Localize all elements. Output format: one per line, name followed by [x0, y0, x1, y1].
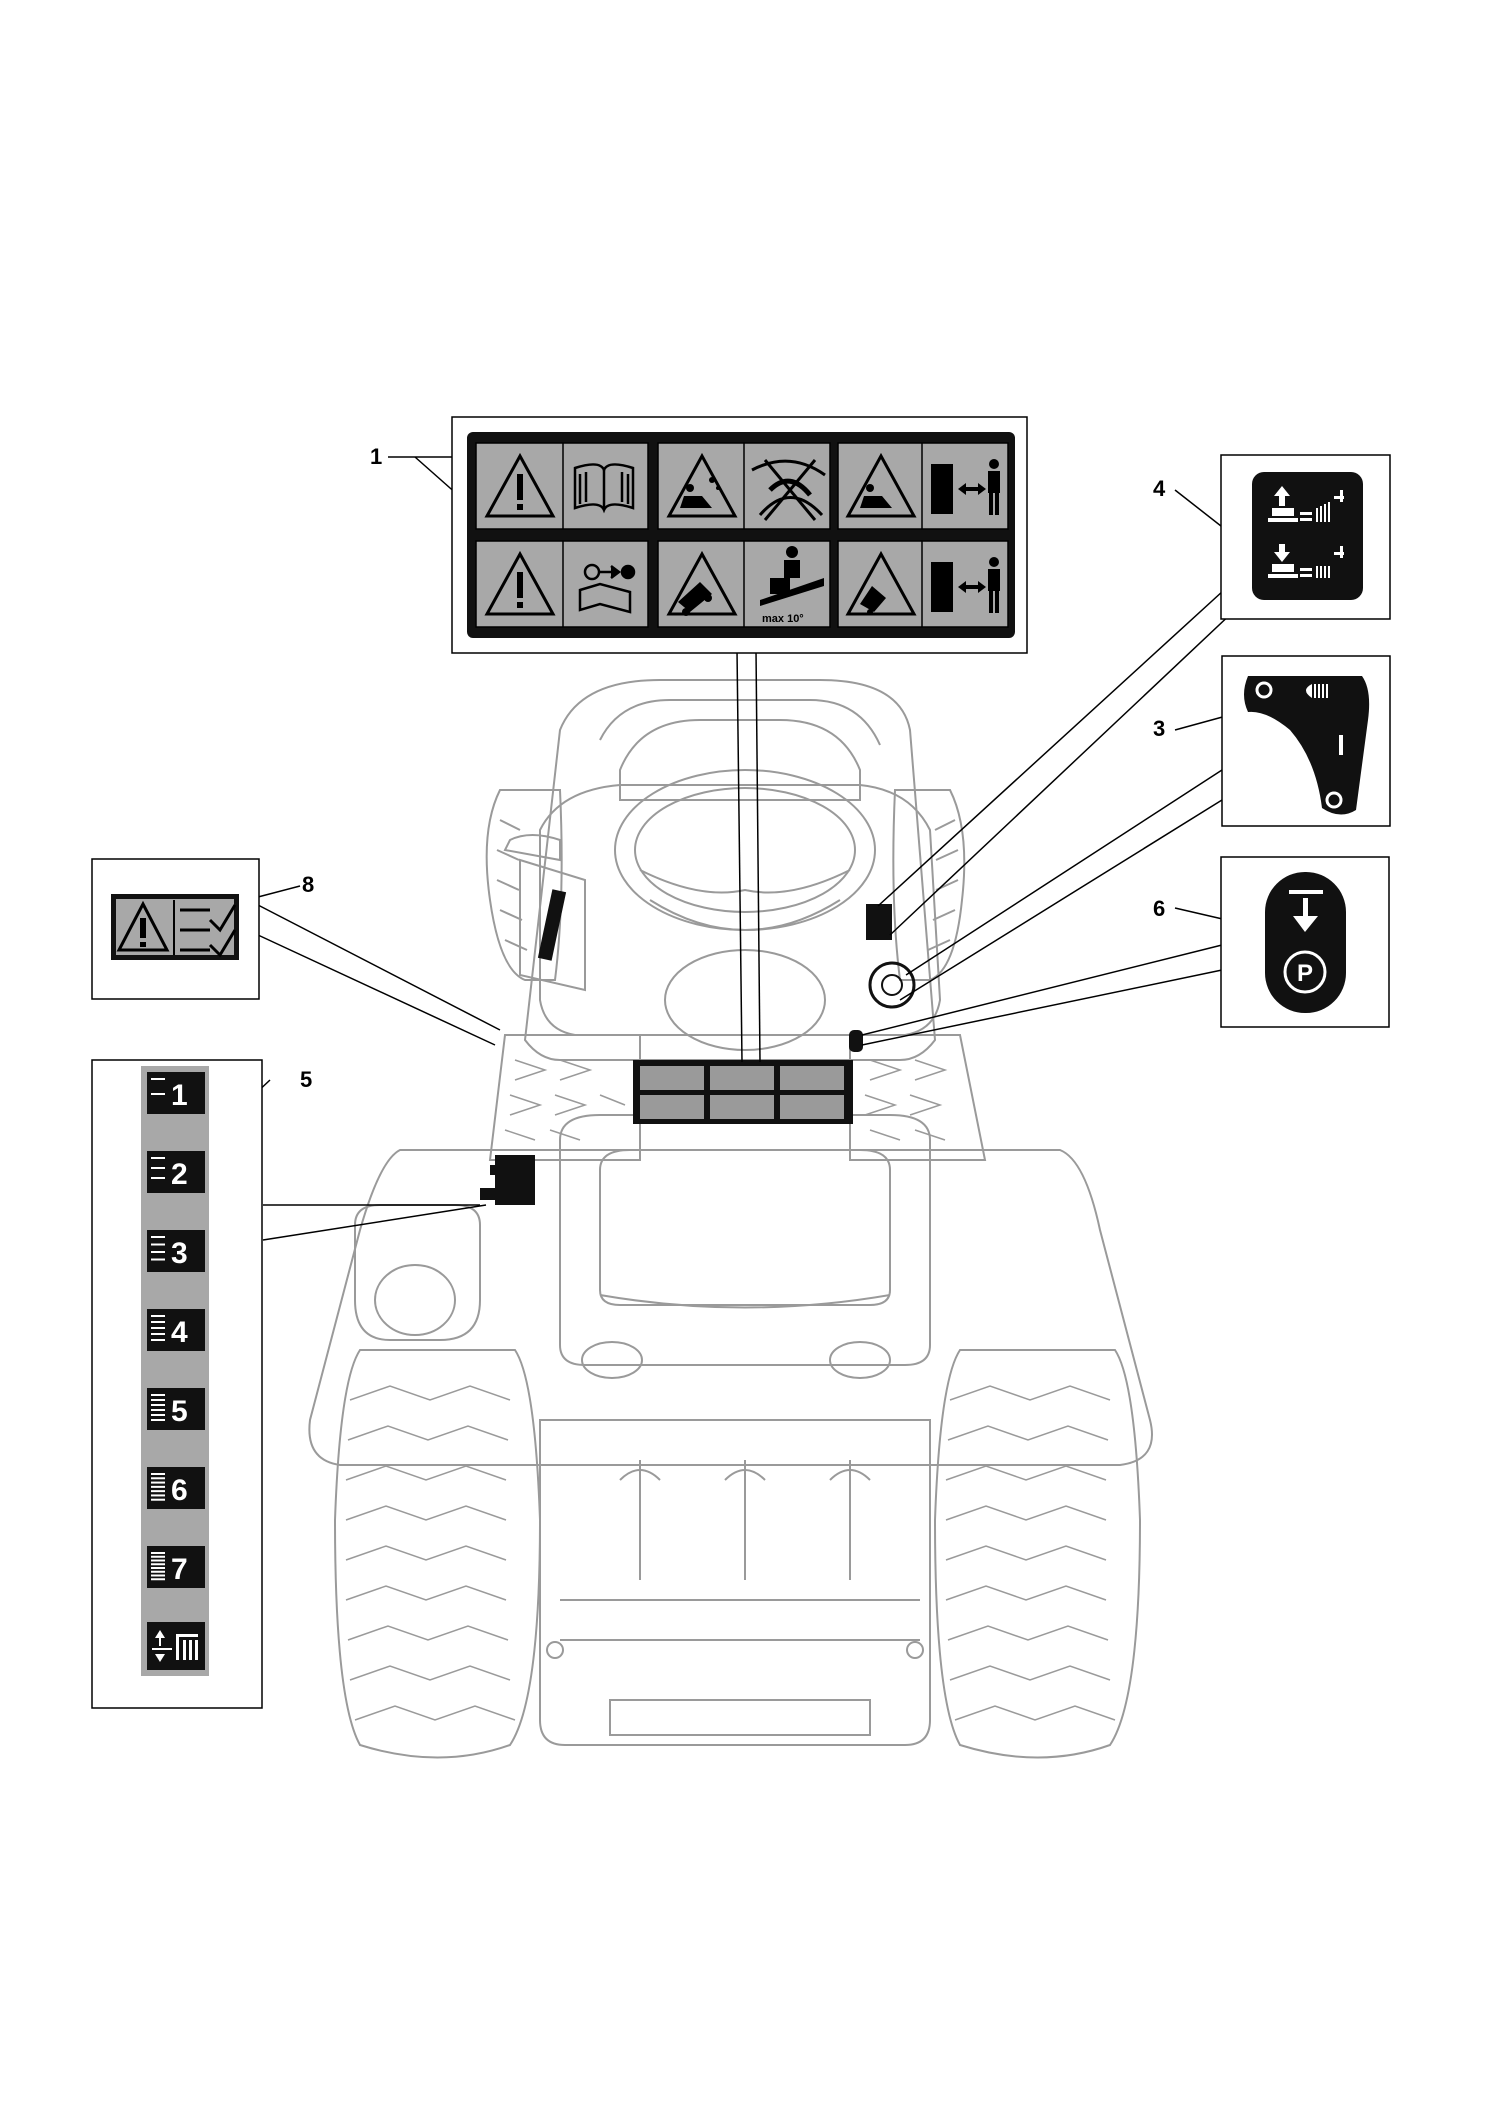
- callout-8: 8: [302, 872, 314, 897]
- callout-5: 5: [300, 1067, 312, 1092]
- rear-left-wheel: [333, 1349, 542, 1759]
- parking-letter: P: [1297, 960, 1313, 987]
- height-number: 6: [171, 1474, 188, 1507]
- height-number: 5: [171, 1395, 188, 1428]
- rear-fender: [308, 1149, 1153, 1466]
- off-position-icon: [1255, 681, 1273, 699]
- callout-6: 6: [1153, 896, 1165, 921]
- height-number: 7: [171, 1553, 188, 1586]
- decal-6-parking-brake: P: [1220, 856, 1390, 1028]
- rear-body: [539, 1419, 931, 1746]
- height-tile-7: 7: [147, 1546, 205, 1588]
- front-left-wheel: [485, 789, 563, 981]
- callout-1: 1: [370, 444, 382, 469]
- height-adjust-icon: [147, 1622, 205, 1670]
- height-tile-3: 3: [147, 1230, 205, 1272]
- check-lever-icon: [180, 904, 237, 958]
- footboard-left: [488, 1034, 641, 1161]
- height-tile-6: 6: [147, 1467, 205, 1509]
- hood: [523, 679, 937, 1061]
- no-hands-blade-icon: [751, 459, 826, 521]
- dashboard: [539, 784, 942, 1036]
- seat: [559, 1114, 931, 1366]
- height-tile-4: 4: [147, 1309, 205, 1351]
- tractor-decal-marks: [480, 889, 916, 1205]
- decal-4-lift-panel: [1220, 454, 1391, 620]
- steering-wheel: [614, 769, 876, 1051]
- height-tile-5: 5: [147, 1388, 205, 1430]
- decal-3-key-switch: [1221, 655, 1391, 827]
- decal-1-safety-panel: max 10°: [451, 416, 1028, 654]
- height-number: 2: [171, 1158, 188, 1191]
- decal-5-cutting-height-panel: 1 2 3 4 5 6 7: [91, 1059, 263, 1709]
- height-number: 4: [171, 1316, 188, 1349]
- slope-label: max 10°: [762, 613, 804, 625]
- tractor-drawing: [308, 679, 1153, 1759]
- keep-distance-icon-2: [931, 557, 1000, 613]
- push-down-arrow-icon: [1289, 890, 1323, 932]
- height-tile-1: 1: [147, 1072, 205, 1114]
- keep-distance-icon: [931, 459, 1000, 515]
- parking-brake-icon: [1283, 950, 1327, 994]
- height-number: 1: [171, 1079, 188, 1112]
- slope-icon: [760, 546, 824, 606]
- manual-book-icon: [573, 463, 635, 514]
- leader-lines: [221, 456, 1271, 1241]
- start-position-icon: [1325, 791, 1343, 809]
- callout-3: 3: [1153, 716, 1165, 741]
- thrown-objects-icon: [680, 477, 720, 508]
- callout-4: 4: [1153, 476, 1166, 501]
- decal-8-panel: [91, 858, 260, 1000]
- remove-key-icon: [578, 563, 636, 614]
- height-tile-2: 2: [147, 1151, 205, 1193]
- seat-back: [619, 719, 861, 801]
- height-number: 3: [171, 1237, 188, 1270]
- front-right-wheel: [892, 789, 966, 981]
- rear-right-wheel: [933, 1349, 1142, 1759]
